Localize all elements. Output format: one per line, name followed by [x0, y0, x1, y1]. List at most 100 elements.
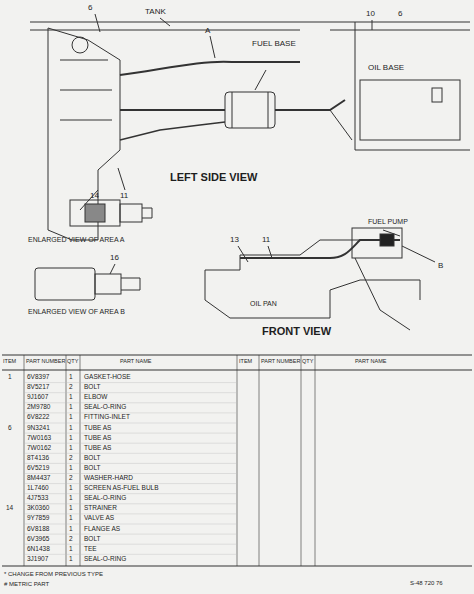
fitting-tip: [142, 208, 152, 218]
front-top: [205, 240, 400, 270]
o-ring-section: [85, 204, 105, 222]
table-cell: TUBE AS: [84, 445, 111, 452]
table-cell: 9Y7859: [27, 515, 49, 522]
callout-label: * CHANGE FROM PREVIOUS TYPE: [4, 571, 103, 577]
table-row-rule: [24, 544, 237, 545]
table-cell: ELBOW: [84, 394, 107, 401]
line: [330, 110, 352, 140]
table-cell: WASHER-HARD: [84, 475, 133, 482]
callout-label: 14: [6, 505, 13, 512]
callout-label: PART NAME: [355, 359, 386, 365]
table-cell: 1: [69, 425, 73, 432]
oil-base: [360, 80, 460, 140]
callout-label: S-48 720 76: [410, 580, 443, 586]
table-row-rule: [24, 412, 237, 413]
table-cell: BOLT: [84, 455, 101, 462]
callout-label: # METRIC PART: [4, 581, 49, 587]
callout-label: PART NAME: [120, 359, 151, 365]
table-cell: 1: [69, 404, 73, 411]
bracket: [432, 88, 442, 102]
tube-right: [275, 100, 345, 110]
callout-label: OIL BASE: [368, 64, 404, 72]
table-cell: STRAINER: [84, 505, 117, 512]
table-row-rule: [24, 382, 237, 383]
engine-block: [48, 28, 120, 240]
table-row-rule: [24, 433, 237, 434]
table-cell: 1: [69, 505, 73, 512]
table-row-rule: [24, 423, 237, 424]
fuel-filter: [225, 92, 275, 128]
table-cell: BOLT: [84, 465, 101, 472]
table-cell: SEAL-O-RING: [84, 404, 126, 411]
callout-label: FUEL PUMP: [368, 218, 408, 225]
table-cell: 4J7533: [27, 495, 48, 502]
callout-label: ENLARGED VIEW OF AREA B: [28, 308, 125, 315]
table-cell: 1: [69, 495, 73, 502]
callout-label: B: [438, 262, 443, 270]
table-row-rule: [24, 463, 237, 464]
table-cell: 2: [69, 475, 73, 482]
leader-line: [238, 230, 400, 262]
callout-label: QTY: [302, 359, 313, 365]
table-row-rule: [24, 493, 237, 494]
elbow-tip: [121, 278, 140, 290]
front-housing: [205, 270, 420, 318]
table-cell: 3J1907: [27, 556, 48, 563]
callout-label: 16: [110, 254, 119, 262]
callout-label: FUEL BASE: [252, 40, 296, 48]
table-cell: 8V5217: [27, 384, 49, 391]
table-cell: FITTING-INLET: [84, 414, 130, 421]
callout-label: 1: [8, 374, 12, 381]
table-cell: 7W0162: [27, 445, 51, 452]
table-column: [24, 355, 315, 566]
elbow-body: [35, 268, 95, 300]
table-cell: 1: [69, 435, 73, 442]
table-row-rule: [24, 534, 237, 535]
table-cell: 6V8188: [27, 526, 49, 533]
fitting-body: [70, 200, 120, 226]
table-cell: 9N3241: [27, 425, 50, 432]
callout-label: 6: [8, 425, 12, 432]
callout-label: PART NUMBER: [26, 359, 65, 365]
table-cell: 6V5219: [27, 465, 49, 472]
callout-label: 11: [262, 236, 270, 244]
table-cell: 1: [69, 556, 73, 563]
view-title: LEFT SIDE VIEW: [170, 172, 257, 183]
callout-label: 6: [398, 10, 402, 18]
tube-upper: [120, 62, 300, 75]
table-row-rule: [24, 524, 237, 525]
table-cell: 9J1607: [27, 394, 48, 401]
table-cell: SCREEN AS-FUEL BULB: [84, 485, 159, 492]
table-rule: [2, 355, 472, 566]
callout-label: OIL PAN: [250, 300, 277, 307]
callout-label: ITEM: [3, 359, 16, 365]
table-cell: 2: [69, 536, 73, 543]
callout-label: 13: [230, 236, 239, 244]
table-cell: 2M9780: [27, 404, 51, 411]
callout-label: 6: [88, 4, 92, 12]
table-cell: 1: [69, 526, 73, 533]
front-pump: [352, 228, 402, 258]
view-title: FRONT VIEW: [262, 326, 331, 337]
callout-label: QTY: [67, 359, 78, 365]
table-cell: 1: [69, 445, 73, 452]
front-lines: [355, 246, 435, 330]
table-cell: 1: [69, 394, 73, 401]
table-row-rule: [24, 513, 237, 514]
leader-line: [80, 14, 372, 210]
table-cell: BOLT: [84, 536, 101, 543]
table-cell: 6V8222: [27, 414, 49, 421]
callout-label: 11: [120, 192, 128, 200]
table-cell: FLANGE AS: [84, 526, 120, 533]
table-row-rule: [24, 483, 237, 484]
table-cell: 3K0360: [27, 505, 49, 512]
callout-label: A: [205, 27, 210, 35]
table-cell: 1: [69, 414, 73, 421]
leader-line: [110, 264, 115, 274]
table-row-rule: [24, 554, 237, 555]
table-cell: 6V8397: [27, 374, 49, 381]
callout-label: TANK: [145, 8, 166, 16]
table-cell: SEAL-O-RING: [84, 495, 126, 502]
table-row-rule: [24, 503, 237, 504]
table-cell: 1: [69, 485, 73, 492]
